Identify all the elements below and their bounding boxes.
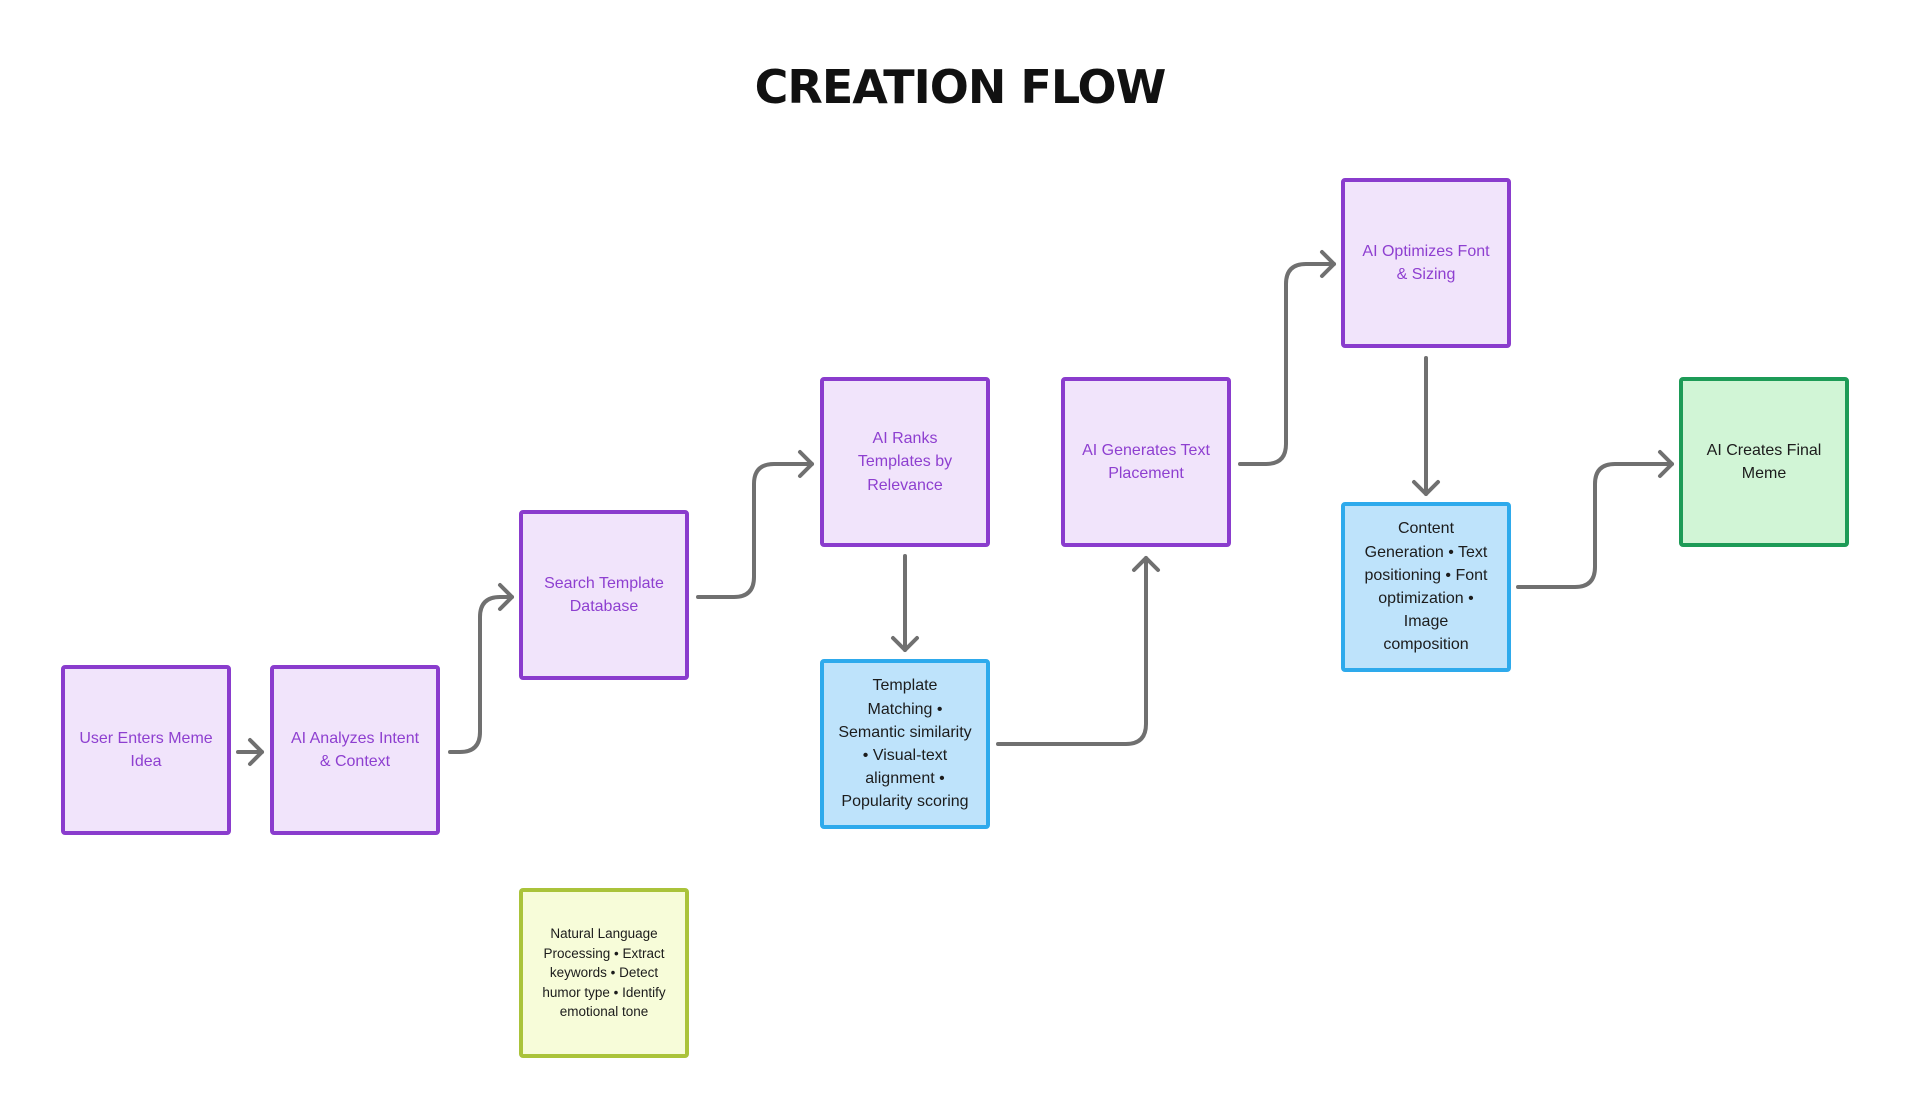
node-search-template-database[interactable]: Search Template Database [519, 510, 689, 680]
arrow-optimize-to-content [1412, 356, 1440, 496]
node-label: User Enters Meme Idea [79, 729, 213, 770]
arrow-analyze-to-search [448, 583, 514, 754]
node-user-enters-meme-idea[interactable]: User Enters Meme Idea [61, 665, 231, 835]
arrow-rank-to-matching [891, 554, 919, 652]
arrow-user-to-analyze [236, 738, 264, 766]
node-ai-ranks-templates[interactable]: AI Ranks Templates by Relevance [820, 377, 990, 547]
node-label: Search Template Database [544, 574, 664, 615]
node-ai-optimizes-font[interactable]: AI Optimizes Font & Sizing [1341, 178, 1511, 348]
node-label: Template Matching • Semantic similarity … [838, 677, 972, 811]
diagram-title: CREATION FLOW [754, 60, 1167, 114]
node-content-generation[interactable]: Content Generation • Text positioning • … [1341, 502, 1511, 672]
arrow-search-to-rank [696, 450, 814, 599]
node-label: AI Analyzes Intent & Context [290, 729, 420, 770]
node-label: Content Generation • Text positioning • … [1364, 520, 1488, 654]
note-natural-language-processing[interactable]: Natural Language Processing • Extract ke… [519, 888, 689, 1058]
node-label: AI Optimizes Font & Sizing [1362, 242, 1490, 283]
node-label: AI Generates Text Placement [1082, 441, 1210, 482]
node-label: Natural Language Processing • Extract ke… [542, 926, 666, 1020]
node-label: AI Creates Final Meme [1706, 441, 1822, 482]
arrow-content-to-final [1516, 450, 1674, 589]
arrow-matching-to-generate [996, 556, 1160, 746]
node-ai-analyzes-intent[interactable]: AI Analyzes Intent & Context [270, 665, 440, 835]
node-label: AI Ranks Templates by Relevance [857, 430, 953, 494]
node-ai-generates-text-placement[interactable]: AI Generates Text Placement [1061, 377, 1231, 547]
arrow-generate-to-optimize [1238, 250, 1336, 466]
node-template-matching[interactable]: Template Matching • Semantic similarity … [820, 659, 990, 829]
node-ai-creates-final-meme[interactable]: AI Creates Final Meme [1679, 377, 1849, 547]
